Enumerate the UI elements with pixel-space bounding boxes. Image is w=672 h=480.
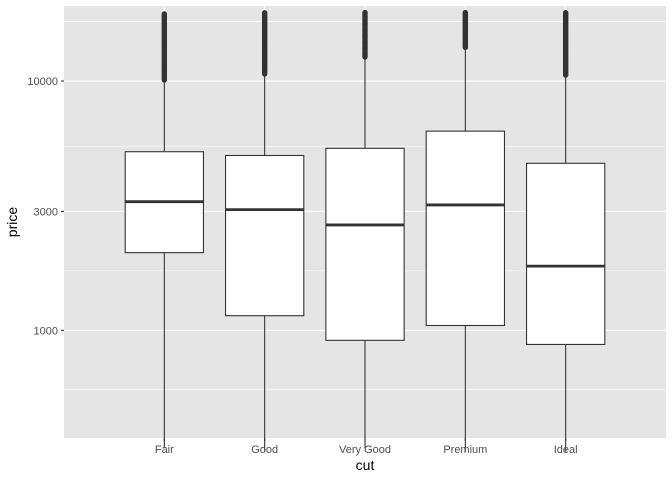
x-tick-label: Ideal	[554, 444, 578, 456]
outlier-point	[161, 77, 168, 83]
x-tick-label: Very Good	[339, 444, 391, 456]
outlier-point	[362, 54, 368, 60]
box-group-ideal	[525, 9, 606, 452]
boxes-layer	[124, 9, 606, 452]
outlier-point	[462, 44, 469, 51]
iqr-box	[224, 154, 305, 317]
y-axis-title: price	[4, 207, 20, 238]
y-tick-label: 10000	[27, 76, 58, 88]
x-axis-title: cut	[356, 457, 375, 473]
box-group-premium	[425, 9, 506, 452]
y-tick-label: 3000	[34, 206, 58, 218]
outlier-point	[562, 72, 569, 78]
y-tick-label: 1000	[34, 325, 58, 337]
x-tick-label: Good	[251, 444, 278, 456]
box-group-good	[224, 10, 305, 452]
box-group-very-good	[325, 9, 405, 449]
x-tick-label: Fair	[155, 444, 174, 456]
iqr-box	[525, 162, 606, 345]
iqr-box	[425, 130, 506, 327]
iqr-box	[325, 147, 405, 341]
box-group-fair	[124, 11, 205, 449]
x-tick-label: Premium	[443, 444, 487, 456]
outlier-point	[261, 71, 268, 77]
